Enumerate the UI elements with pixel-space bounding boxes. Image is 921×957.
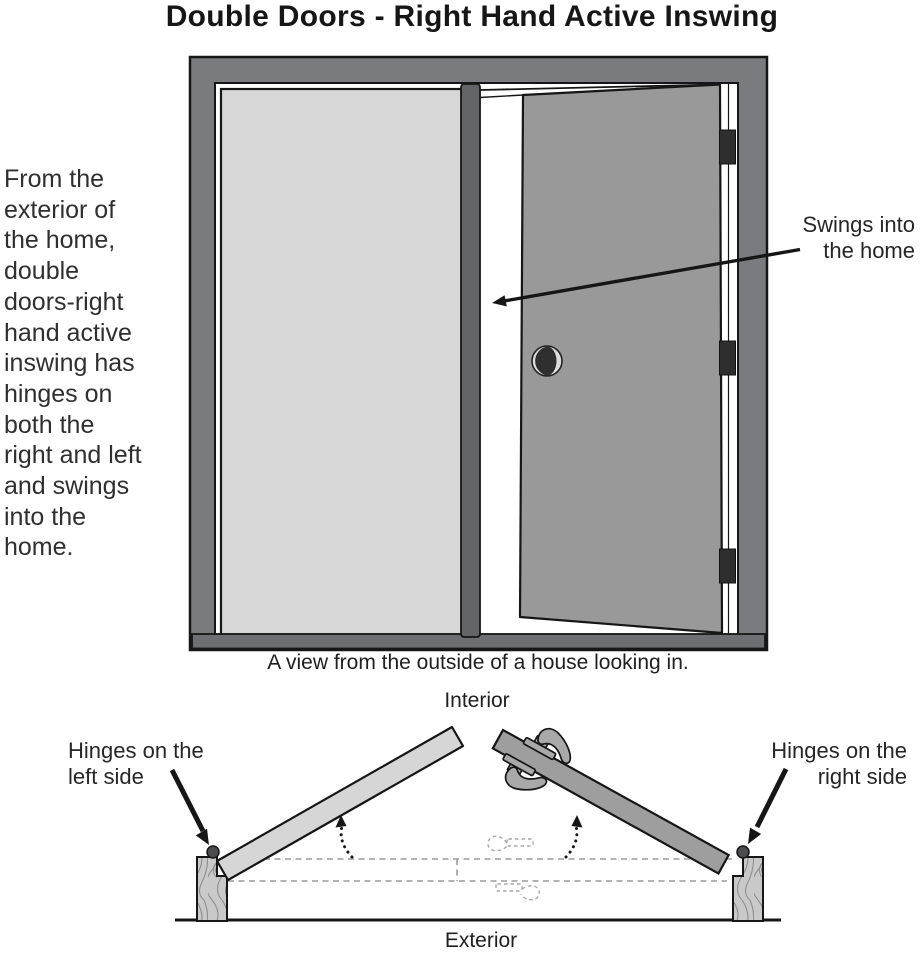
- ghost-handle-upper: [487, 835, 534, 852]
- swings-into-home-label: Swings into the home: [802, 212, 915, 263]
- label-arrow-right: [748, 767, 789, 844]
- description-text: From the exterior of the home, double do…: [4, 165, 142, 562]
- header-perspective-line: [479, 83, 719, 91]
- page-title: Double Doors - Right Hand Active Inswing: [165, 0, 779, 33]
- plan-left-door: [215, 725, 465, 882]
- hinges-left-label: Hinges on the left side: [68, 738, 204, 789]
- main-door-diagram: [188, 55, 801, 652]
- label-arrow-left: [169, 768, 209, 845]
- plan-right-door: [491, 727, 731, 875]
- hinge-pin-left-icon: [206, 845, 220, 859]
- plan-diagram: [169, 725, 789, 922]
- swing-arc-right: [564, 815, 583, 859]
- right-jamb-post: [732, 856, 764, 922]
- left-door-closed: [219, 87, 465, 637]
- lever-handle-exterior-icon: [502, 753, 548, 791]
- right-door-open: [518, 83, 724, 635]
- hinge-top-icon: [719, 129, 736, 165]
- ghost-door-outline: [222, 858, 733, 882]
- header-stop-line: [479, 94, 524, 99]
- astragal: [460, 83, 481, 638]
- hinges-right-label: Hinges on the right side: [771, 738, 907, 789]
- exterior-label: Exterior: [444, 929, 518, 952]
- swing-arc-left: [335, 815, 354, 859]
- lever-handle-interior-icon: [522, 727, 572, 765]
- hinge-bottom-icon: [719, 548, 736, 584]
- hinge-middle-icon: [719, 340, 736, 376]
- interior-label: Interior: [444, 689, 510, 712]
- main-diagram-caption: A view from the outside of a house looki…: [267, 651, 689, 674]
- ghost-handle-lower: [495, 883, 540, 901]
- door-knob-icon: [531, 345, 563, 377]
- swing-arrow: [492, 247, 801, 307]
- hinge-pin-right-icon: [736, 845, 750, 859]
